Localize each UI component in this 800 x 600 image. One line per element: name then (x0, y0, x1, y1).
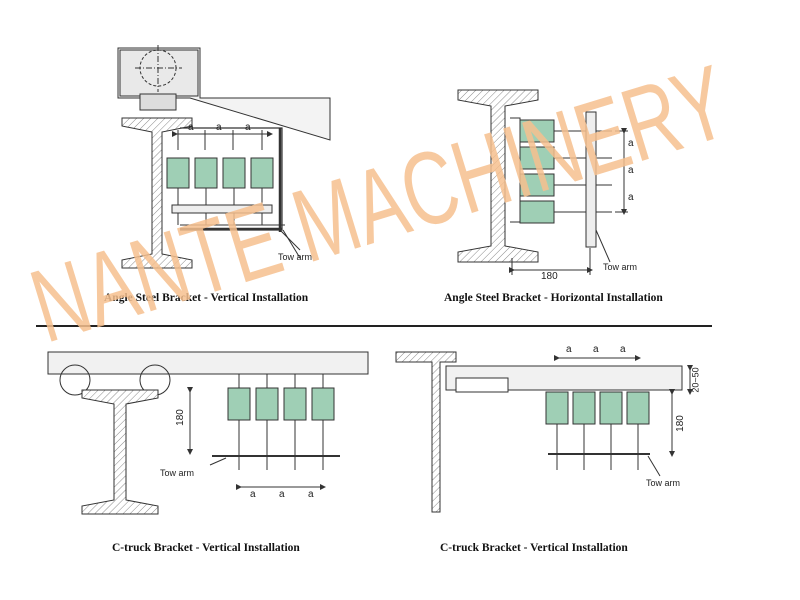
tow-bar (585, 111, 597, 248)
spacing-label: a (279, 489, 285, 500)
spacing-label: a (628, 138, 634, 149)
tow-arm-label: Tow arm (646, 478, 681, 488)
i-beam-rail (121, 117, 193, 269)
spacing-label: a (188, 122, 194, 133)
dimension-label: 180 (174, 409, 186, 426)
spacing-label: a (308, 489, 314, 500)
spacing-label: a (593, 344, 599, 355)
spacing-label: a (628, 165, 634, 176)
current-collectors (227, 374, 335, 470)
panel-angle-horizontal (457, 89, 628, 275)
dimension-label: 180 (541, 271, 558, 282)
tow-arm-label: Tow arm (278, 252, 313, 262)
spacing-label: a (216, 122, 222, 133)
spacing-label: a (620, 344, 626, 355)
c-truck-beam (47, 351, 369, 375)
spacing-label: a (628, 192, 634, 203)
panel-caption: Angle Steel Bracket - Vertical Installat… (104, 292, 309, 304)
panel-ctruck-left (47, 351, 369, 515)
offset-label: 20~50 (690, 367, 701, 393)
angle-rail (395, 351, 457, 513)
i-beam-rail (81, 389, 159, 515)
panel-caption: C-truck Bracket - Vertical Installation (440, 542, 628, 554)
panel-ctruck-right (395, 351, 693, 513)
current-collectors (519, 119, 612, 224)
panel-caption: C-truck Bracket - Vertical Installation (112, 542, 300, 554)
spacing-label: a (250, 489, 256, 500)
spacing-label: a (245, 122, 251, 133)
current-collectors (166, 157, 274, 225)
tow-bar (171, 204, 273, 214)
angle-bracket (510, 117, 521, 223)
dimension-label: 180 (674, 415, 686, 432)
current-collectors (545, 391, 650, 470)
tow-arm-label: Tow arm (160, 468, 195, 478)
tow-arm-label: Tow arm (603, 262, 638, 272)
spacing-label: a (566, 344, 572, 355)
panel-caption: Angle Steel Bracket - Horizontal Install… (444, 292, 663, 304)
i-beam-rail (457, 89, 539, 263)
panel-angle-vertical (117, 45, 331, 269)
